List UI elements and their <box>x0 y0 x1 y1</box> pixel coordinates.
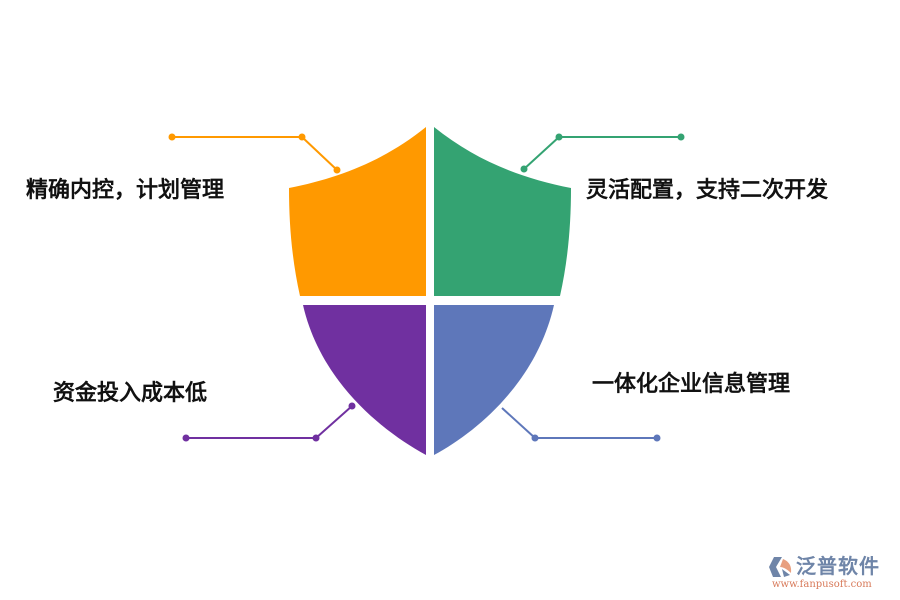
connector-bottom-left <box>182 402 356 442</box>
logo-name: 泛普软件 <box>796 554 880 578</box>
connector-top-right <box>520 133 685 173</box>
shield-quadrant-bottom-right <box>434 305 554 455</box>
shield-quadrant-top-left <box>289 127 426 296</box>
fanpu-logo: 泛普软件 www.fanpusoft.com <box>768 553 898 597</box>
shield-quadrant-bottom-left <box>303 305 426 455</box>
label-top-left: 精确内控，计划管理 <box>26 178 225 203</box>
label-bottom-right: 一体化企业信息管理 <box>592 372 791 397</box>
logo-url: www.fanpusoft.com <box>772 579 872 590</box>
shield-quadrant-top-right <box>434 127 571 296</box>
fanpu-logo-icon <box>769 557 792 577</box>
label-top-right: 灵活配置，支持二次开发 <box>586 178 829 203</box>
label-bottom-left: 资金投入成本低 <box>53 381 208 406</box>
connector-top-left <box>168 133 341 174</box>
connector-bottom-right <box>501 407 661 442</box>
